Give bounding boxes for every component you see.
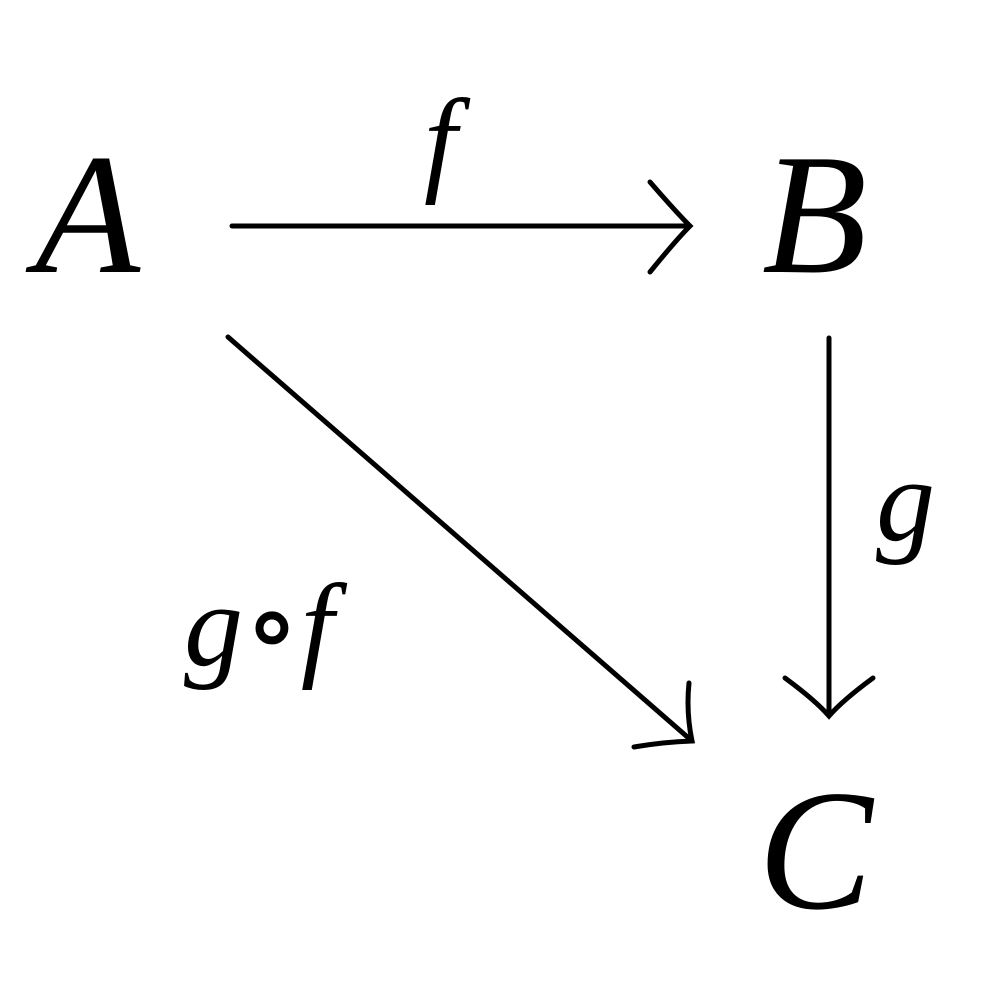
node-b: B [762,120,867,310]
arrow-f-head [647,179,694,275]
arrow-composite [225,334,696,750]
arrow-g [782,335,876,720]
arrow-composite-shaft [225,334,695,744]
arrow-composite-head [631,680,696,750]
label-f: f [424,75,471,206]
node-c: C [758,756,875,946]
label-composite: g∘f [184,560,348,691]
arrow-f [229,179,694,275]
node-a: A [25,120,141,310]
label-g: g [876,435,935,566]
arrow-g-head [782,675,876,720]
